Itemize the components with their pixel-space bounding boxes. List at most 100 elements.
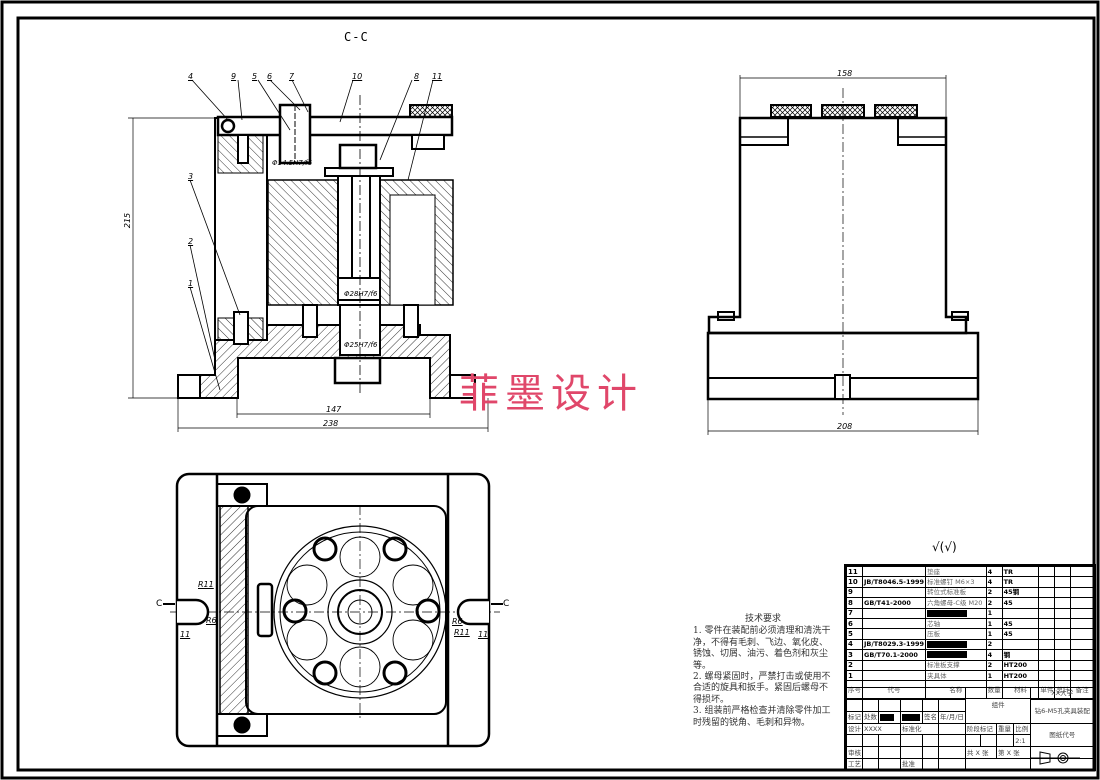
bom-remark [1070,617,1094,630]
bom-total-weight [1054,628,1072,640]
radius-label: R11 [454,628,470,637]
bom-qty: 4 [985,649,1003,661]
bom-material: 45 [1001,617,1040,630]
bom-code: JB/T8046.5-1999 [861,576,927,588]
tb-design-value: XXXX [862,722,901,736]
fit-annotation: Φ25H7/f6 [344,341,378,349]
bom-material: HT200 [1001,659,1040,671]
bom-remark [1070,607,1094,619]
front-section-view [128,79,489,432]
balloon-8: 8 [414,72,420,81]
bom-material [1001,638,1040,651]
bom-total-weight [1054,638,1072,651]
balloon-1: 1 [188,279,194,288]
bom-name: 夹具体 [925,669,987,682]
dim-inner-width: 147 [326,405,342,414]
bom-material: TR [1001,565,1040,578]
bom-code: GB/T70.1-2000 [861,649,927,661]
title-block-frame [844,564,1096,771]
bom-material: 45钢 [1001,586,1040,599]
radius-label: R11 [198,580,214,589]
tb-design: 设计 [846,722,863,736]
tb-stage: 阶段标记 [964,722,998,736]
bom-material: 45 [1001,628,1040,640]
bom-unit-weight [1038,659,1056,671]
radius-label: R6 [206,616,217,625]
bom-qty: 1 [985,607,1003,619]
bom-code: GB/T41-2000 [861,597,927,609]
bom-unit-weight [1038,597,1056,609]
bom-total-weight [1054,607,1072,619]
bom-name: 标准板支撑 [925,659,987,671]
bom-name: 六角螺母-C级 M20 [925,597,987,609]
bom-qty: 1 [985,669,1003,682]
bom-total-weight [1054,669,1072,682]
bom-remark [1070,649,1094,661]
bom-qty: 2 [985,597,1003,609]
tb-scale: 2:1 [1013,734,1032,748]
tb-review: 审核 [846,746,863,760]
section-marker-left: C [156,599,163,609]
tb-process: 工艺 [846,758,863,770]
bom-total-weight [1054,565,1072,578]
bom-unit-weight [1038,669,1056,682]
bom-unit-weight [1038,607,1056,619]
bom-no: 3 [846,649,863,661]
bom-name [925,607,987,619]
bom-name: 压板 [925,628,987,640]
tb-standardize: 标准化 [900,722,939,736]
bom-code [861,659,927,671]
bom-no: 11 [846,565,863,578]
tb-date: 年/月/日 [938,710,966,724]
bom-qty: 4 [985,565,1003,578]
balloon-2: 2 [188,237,194,246]
balloon-3: 3 [188,172,194,181]
bom-unit-weight [1038,649,1056,661]
bom-no: 1 [846,669,863,682]
assembly-label: 组件 [964,687,1032,724]
bom-material [1001,607,1040,619]
bom-unit-weight [1038,586,1056,599]
bom-qty: 1 [985,617,1003,630]
bom-code: JB/T8029.3-1999 [861,638,927,651]
tech-req-item: 3. 组装前严格检查并清除零件加工时残留的锐角、毛刺和异物。 [693,706,831,728]
bom-remark [1070,597,1094,609]
bom-total-weight [1054,597,1072,609]
surface-finish-symbol: √(√) [932,540,957,554]
radius-label: R6 [452,617,463,626]
tb-sheet: 第 X 张 [996,746,1032,760]
bom-remark [1070,669,1094,682]
redacted [927,651,968,659]
balloon-4: 4 [188,72,194,81]
bom-name [925,638,987,651]
tech-req-title: 技术要求 [744,614,781,624]
bom-qty: 1 [985,628,1003,640]
bom-remark [1070,638,1094,651]
bom-remark [1070,659,1094,671]
side-view [706,75,980,435]
tb-count: 处数 [862,710,879,724]
fit-annotation: Φ14.5H7/f6 [272,159,313,167]
bom-name [925,649,987,661]
tb-scale-label: 比例 [1013,722,1032,736]
bom-name: 芯轴 [925,617,987,630]
tb-approve: 批准 [900,758,923,770]
bom-no: 4 [846,638,863,651]
redacted [927,609,968,617]
bom-code [861,628,927,640]
bom-material: TR [1001,576,1040,588]
balloon-10: 10 [352,72,363,81]
fit-annotation: Φ28H7/f6 [344,290,378,298]
drawing-number: 图纸代号 [1030,722,1094,748]
bom-material: 45 [1001,597,1040,609]
bom-remark [1070,586,1094,599]
bom-unit-weight [1038,638,1056,651]
bom-no: 7 [846,607,863,619]
